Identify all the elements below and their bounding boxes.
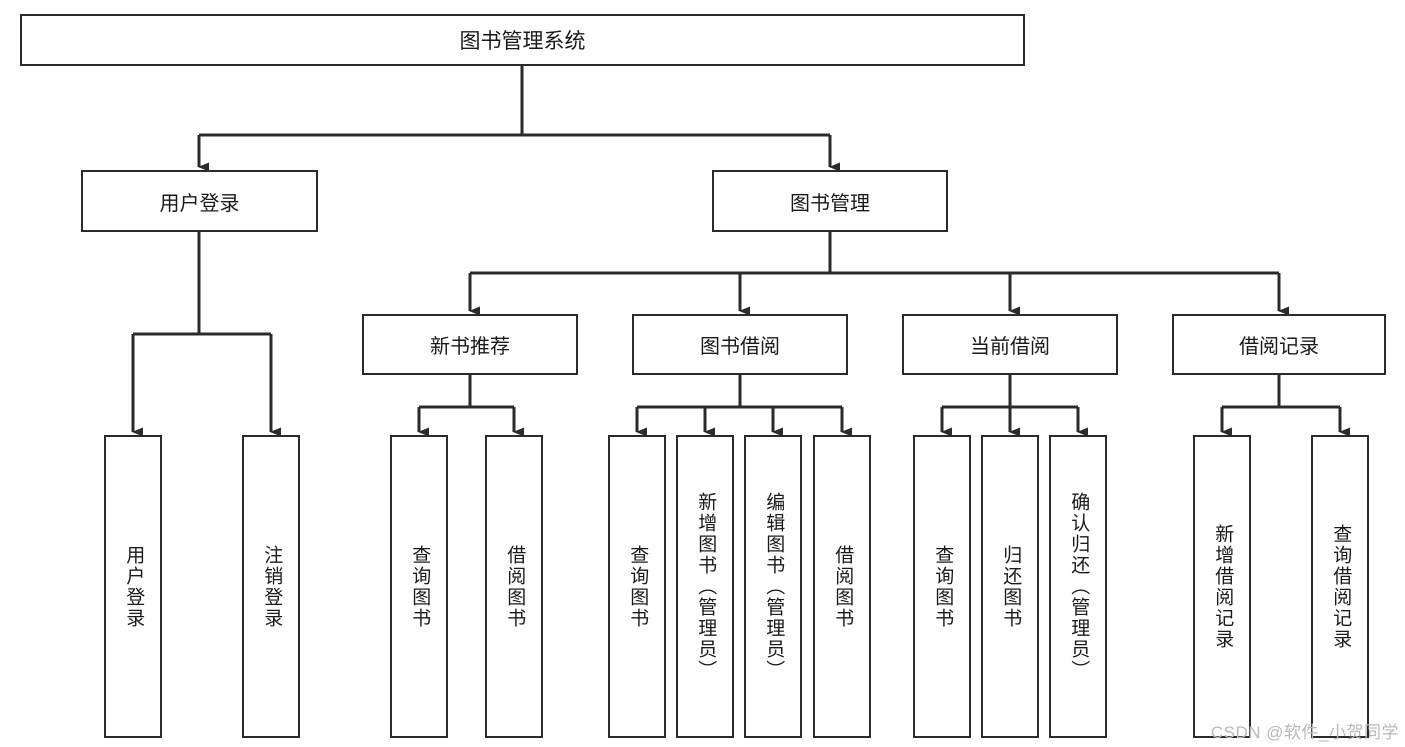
leaf-label: 归还图书 [1000, 544, 1022, 629]
node-user-login-label: 用户登录 [159, 192, 240, 215]
leaf-user-login-login[interactable]: 用户登录 [104, 435, 162, 738]
node-borrow-record[interactable]: 借阅记录 [1172, 314, 1386, 375]
leaf-book-borrow-lend[interactable]: 借阅图书 [813, 435, 871, 738]
leaf-borrow-record-query[interactable]: 查询借阅记录 [1311, 435, 1369, 738]
leaf-borrow-record-add[interactable]: 新增借阅记录 [1193, 435, 1251, 738]
leaf-label: 新增图书（管理员） [695, 492, 717, 681]
leaf-label: 查询图书 [627, 544, 649, 629]
leaf-current-borrow-confirm-return[interactable]: 确认归还（管理员） [1049, 435, 1107, 738]
node-user-login[interactable]: 用户登录 [81, 170, 318, 232]
leaf-label: 查询借阅记录 [1330, 523, 1352, 650]
node-root-label: 图书管理系统 [459, 30, 586, 53]
leaf-new-book-borrow[interactable]: 借阅图书 [485, 435, 543, 738]
leaf-label: 新增借阅记录 [1212, 523, 1234, 650]
node-book-borrow[interactable]: 图书借阅 [632, 314, 848, 375]
node-current-borrow[interactable]: 当前借阅 [902, 314, 1118, 375]
leaf-label: 编辑图书（管理员） [763, 492, 785, 681]
leaf-user-login-logout[interactable]: 注销登录 [242, 435, 300, 738]
leaf-current-borrow-return[interactable]: 归还图书 [981, 435, 1039, 738]
leaf-book-borrow-query[interactable]: 查询图书 [608, 435, 666, 738]
leaf-new-book-query[interactable]: 查询图书 [390, 435, 448, 738]
leaf-label: 用户登录 [123, 544, 145, 629]
node-borrow-record-label: 借阅记录 [1239, 336, 1319, 358]
leaf-label: 查询图书 [932, 544, 954, 629]
node-book-borrow-label: 图书借阅 [700, 336, 780, 358]
node-root[interactable]: 图书管理系统 [20, 14, 1025, 66]
node-new-book-recommend[interactable]: 新书推荐 [362, 314, 578, 375]
leaf-label: 注销登录 [261, 544, 283, 629]
leaf-label: 确认归还（管理员） [1068, 492, 1090, 681]
leaf-book-borrow-edit[interactable]: 编辑图书（管理员） [744, 435, 802, 738]
node-book-management-label: 图书管理 [790, 192, 870, 215]
leaf-current-borrow-query[interactable]: 查询图书 [913, 435, 971, 738]
leaf-label: 借阅图书 [832, 544, 854, 629]
leaf-label: 借阅图书 [504, 544, 526, 629]
leaf-label: 查询图书 [409, 544, 431, 629]
leaf-book-borrow-add[interactable]: 新增图书（管理员） [676, 435, 734, 738]
node-current-borrow-label: 当前借阅 [970, 336, 1050, 358]
node-book-management[interactable]: 图书管理 [712, 170, 948, 232]
watermark: CSDN @软件_小贺同学 [1210, 723, 1399, 742]
node-new-book-recommend-label: 新书推荐 [430, 336, 510, 358]
